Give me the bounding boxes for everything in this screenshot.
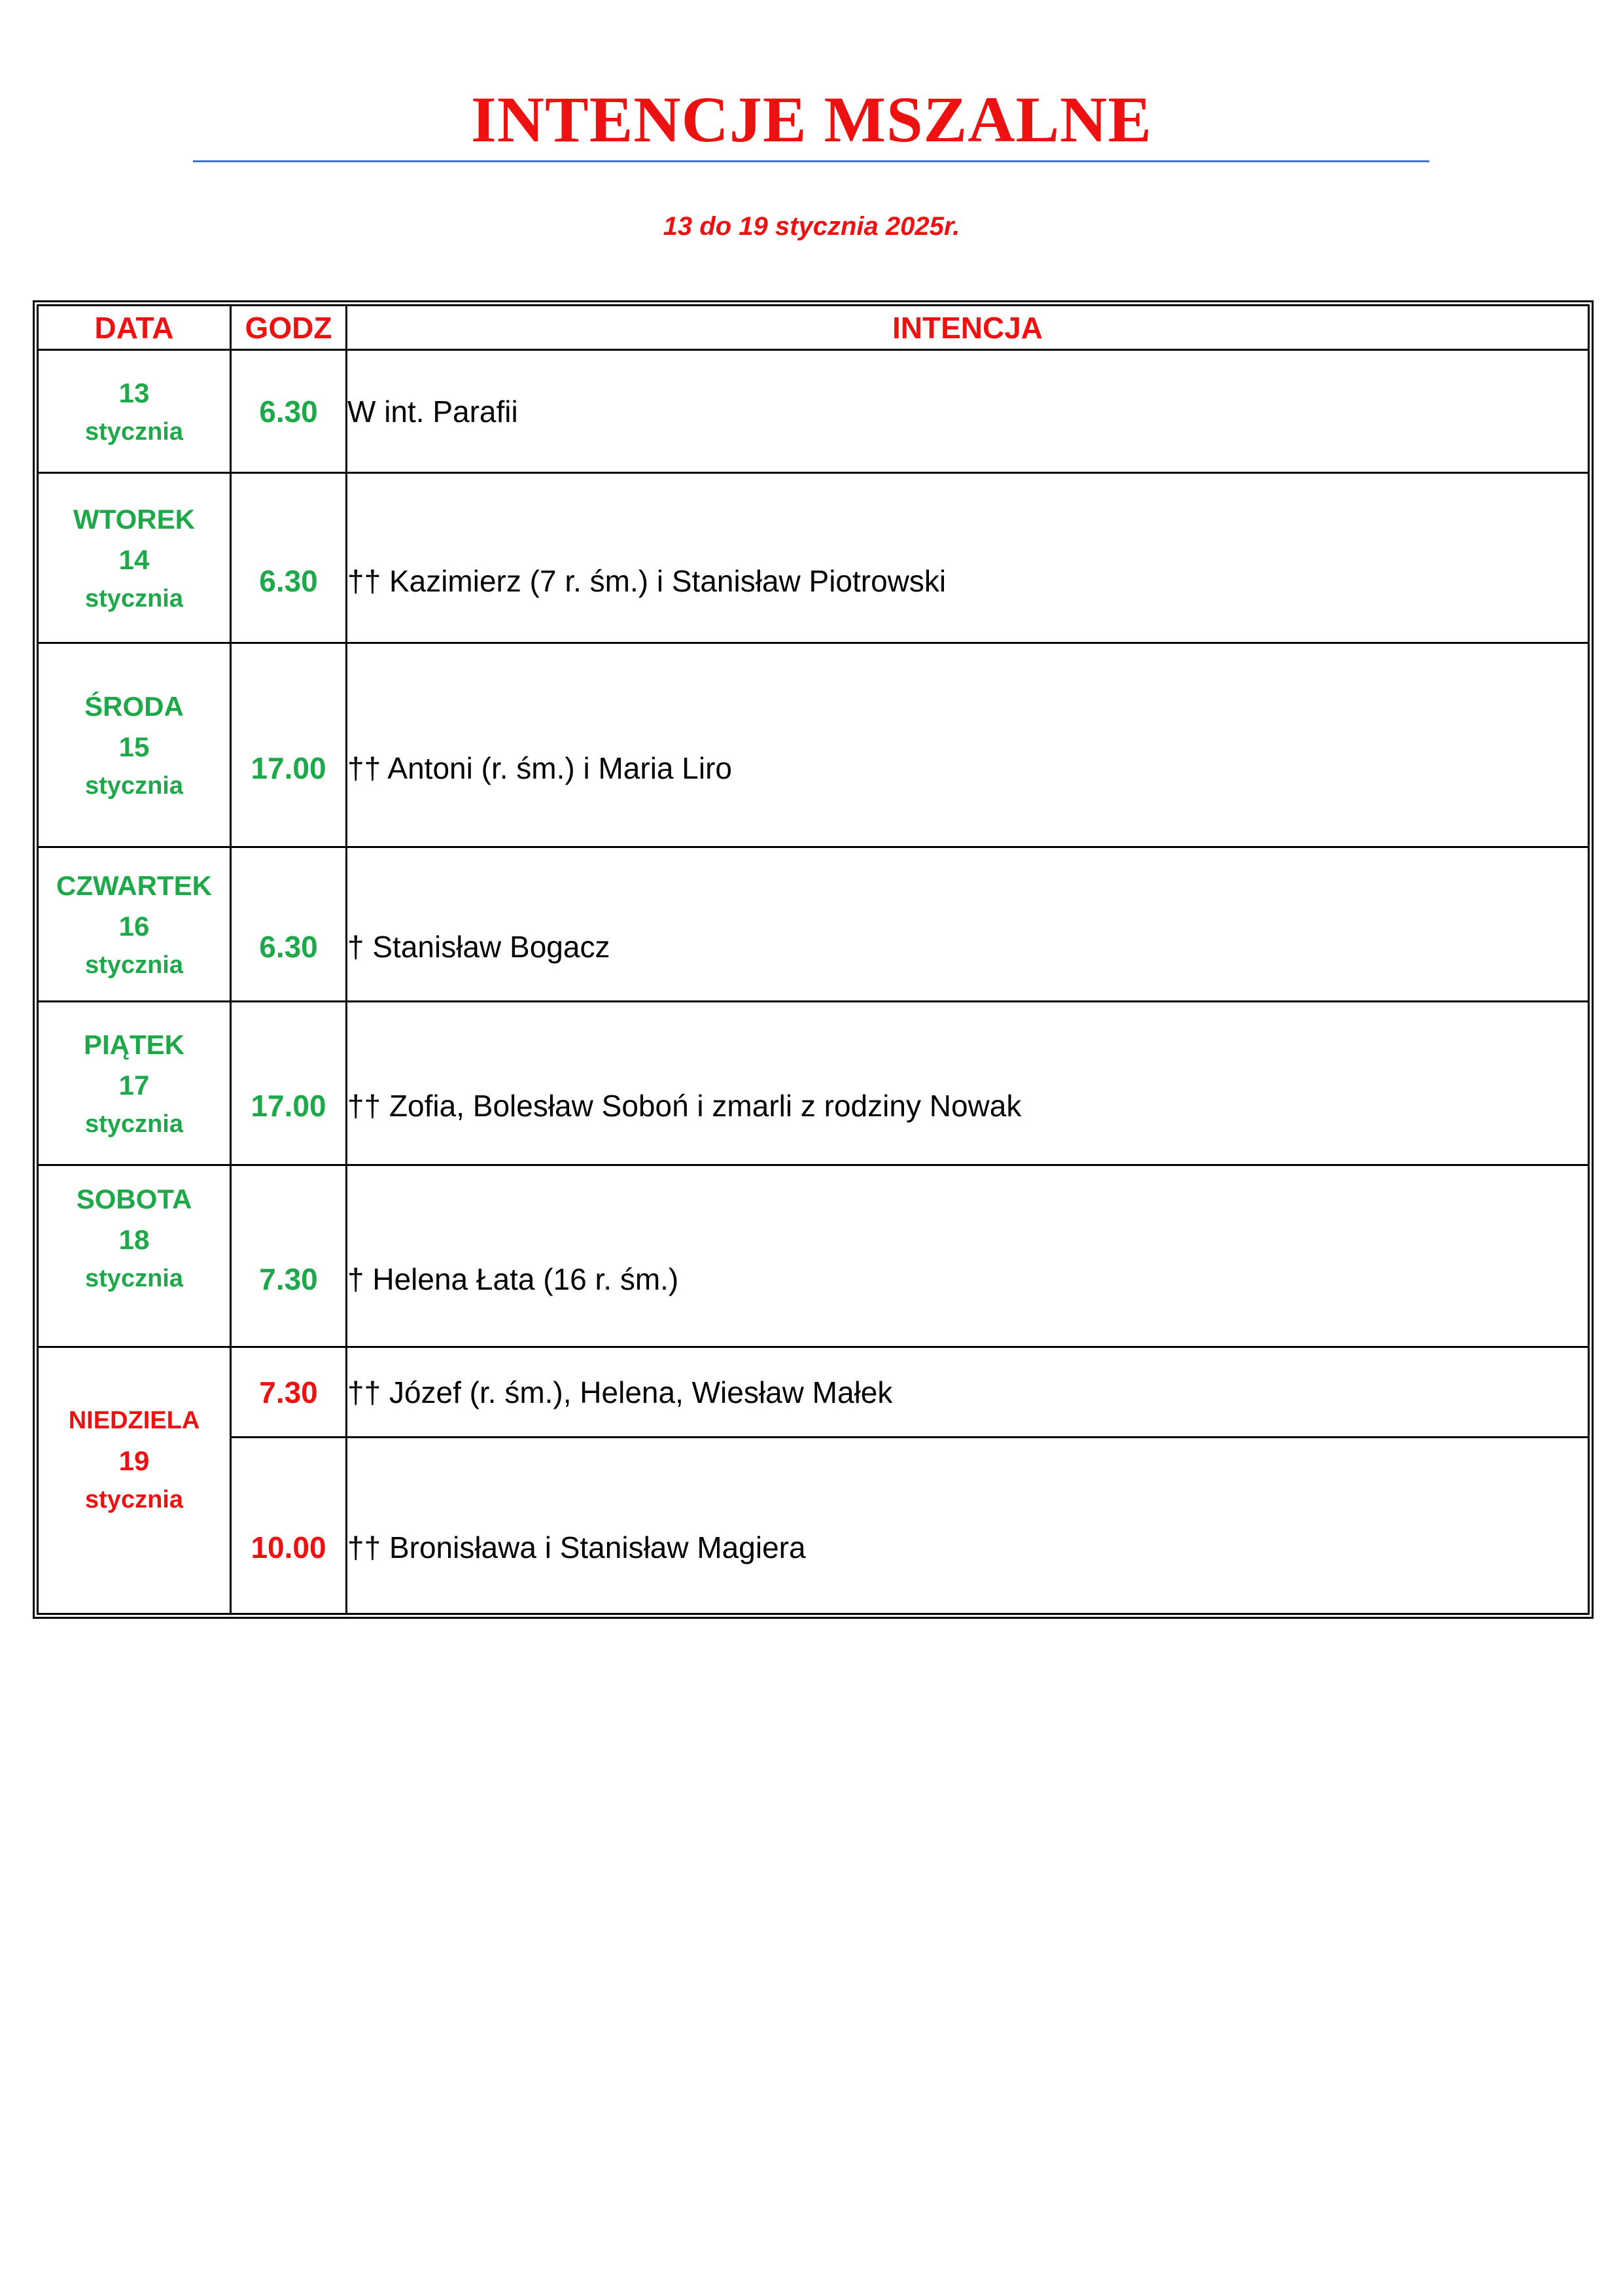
day-number: 18 (118, 1224, 150, 1255)
column-header-hour: GODZ (230, 304, 347, 351)
weekday-name: PIĄTEK (83, 1029, 184, 1060)
day-number: 17 (118, 1069, 150, 1101)
mass-hour: 6.30 (259, 929, 318, 964)
intention-text: †† Józef (r. śm.), Helena, Wiesław Małek (347, 1375, 893, 1409)
mass-hour: 10.00 (251, 1530, 326, 1564)
table-row: NIEDZIELA 19 stycznia 7.30 †† Józef (r. … (37, 1346, 1590, 1615)
month-name: stycznia (85, 771, 183, 800)
date-cell: PIĄTEK 17 stycznia (37, 1000, 232, 1166)
hour-cell: 6.30 (230, 846, 347, 1002)
intention-text: †† Bronisława i Stanisław Magiera (347, 1530, 806, 1564)
intention-cell: †† Zofia, Bolesław Soboń i zmarli z rodz… (345, 1000, 1590, 1166)
intention-cell: † Helena Łata (16 r. śm.) (345, 1164, 1590, 1348)
intention-cell: †† Bronisława i Stanisław Magiera (345, 1436, 1590, 1615)
intention-cell: †† Kazimierz (7 r. śm.) i Stanisław Piot… (345, 472, 1590, 644)
date-cell: ŚRODA 15 stycznia (37, 642, 232, 848)
table-row: 10.00 †† Bronisława i Stanisław Magiera (38, 1436, 1590, 1615)
mass-hour: 17.00 (251, 1088, 326, 1123)
table-row: WTOREK 14 stycznia 6.30 †† Kazimierz (7 … (37, 472, 1590, 644)
table-row: CZWARTEK 16 stycznia 6.30 † Stanisław Bo… (37, 846, 1590, 1002)
day-number: 13 (118, 377, 150, 408)
hour-cell: 17.00 (230, 1000, 347, 1166)
table-row: PIĄTEK 17 stycznia 17.00 †† Zofia, Boles… (37, 1000, 1590, 1166)
intention-cell: †† Józef (r. śm.), Helena, Wiesław Małek (345, 1346, 1590, 1438)
date-cell: CZWARTEK 16 stycznia (37, 846, 232, 1002)
title-underline (193, 160, 1429, 162)
weekday-name: SOBOTA (76, 1184, 192, 1214)
day-number: 16 (118, 910, 150, 942)
weekday-name: NIEDZIELA (68, 1407, 200, 1434)
month-name: stycznia (85, 1110, 183, 1138)
intention-cell: † Stanisław Bogacz (345, 846, 1590, 1002)
day-number: 14 (118, 544, 150, 575)
intention-text: †† Zofia, Bolesław Soboń i zmarli z rodz… (347, 1088, 1022, 1123)
month-name: stycznia (85, 1486, 183, 1513)
date-cell: 13 stycznia (37, 349, 232, 474)
table-row: 13 stycznia 6.30 W int. Parafii (37, 349, 1590, 474)
intention-text: † Stanisław Bogacz (347, 929, 610, 964)
intention-text: W int. Parafii (347, 394, 518, 429)
date-cell: SOBOTA 18 stycznia (37, 1164, 232, 1348)
hour-cell: 7.30 (230, 1346, 347, 1438)
intention-cell: W int. Parafii (345, 349, 1590, 474)
mass-hour: 6.30 (259, 394, 318, 429)
mass-hour: 7.30 (259, 1375, 318, 1409)
intention-text: †† Kazimierz (7 r. śm.) i Stanisław Piot… (347, 563, 947, 598)
intention-text: † Helena Łata (16 r. śm.) (347, 1262, 679, 1296)
month-name: stycznia (85, 417, 183, 446)
day-number: 15 (118, 731, 150, 762)
hour-cell: 10.00 (230, 1436, 347, 1615)
page-title: INTENCJE MSZALNE (470, 83, 1153, 156)
table-header-row: DATA GODZ INTENCJA (37, 304, 1590, 351)
month-name: stycznia (85, 1265, 183, 1292)
mass-hour: 6.30 (259, 563, 318, 598)
date-range: 13 do 19 stycznia 2025r. (663, 212, 960, 241)
hour-cell: 6.30 (230, 472, 347, 644)
weekday-name: CZWARTEK (56, 870, 212, 901)
table-row: ŚRODA 15 stycznia 17.00 †† Antoni (r. śm… (37, 642, 1590, 848)
date-cell: WTOREK 14 stycznia (37, 472, 232, 644)
column-header-date: DATA (37, 304, 232, 351)
intention-cell: †† Antoni (r. śm.) i Maria Liro (345, 642, 1590, 848)
day-number: 19 (118, 1445, 150, 1476)
hour-cell: 17.00 (230, 642, 347, 848)
hour-cell: 6.30 (230, 349, 347, 474)
weekday-name: WTOREK (73, 503, 195, 535)
month-name: stycznia (85, 951, 183, 979)
mass-hour: 17.00 (251, 751, 326, 785)
column-header-intention: INTENCJA (345, 304, 1590, 351)
intentions-table: DATA GODZ INTENCJA 13 stycznia 6.30 W in… (33, 300, 1594, 1619)
table-row: SOBOTA 18 stycznia 7.30 † Helena Łata (1… (37, 1164, 1590, 1348)
mass-hour: 7.30 (259, 1262, 318, 1296)
weekday-name: ŚRODA (84, 690, 184, 722)
hour-cell: 7.30 (230, 1164, 347, 1348)
date-cell-sunday: NIEDZIELA 19 stycznia (37, 1346, 232, 1615)
intention-text: †† Antoni (r. śm.) i Maria Liro (347, 751, 732, 785)
month-name: stycznia (85, 584, 183, 612)
